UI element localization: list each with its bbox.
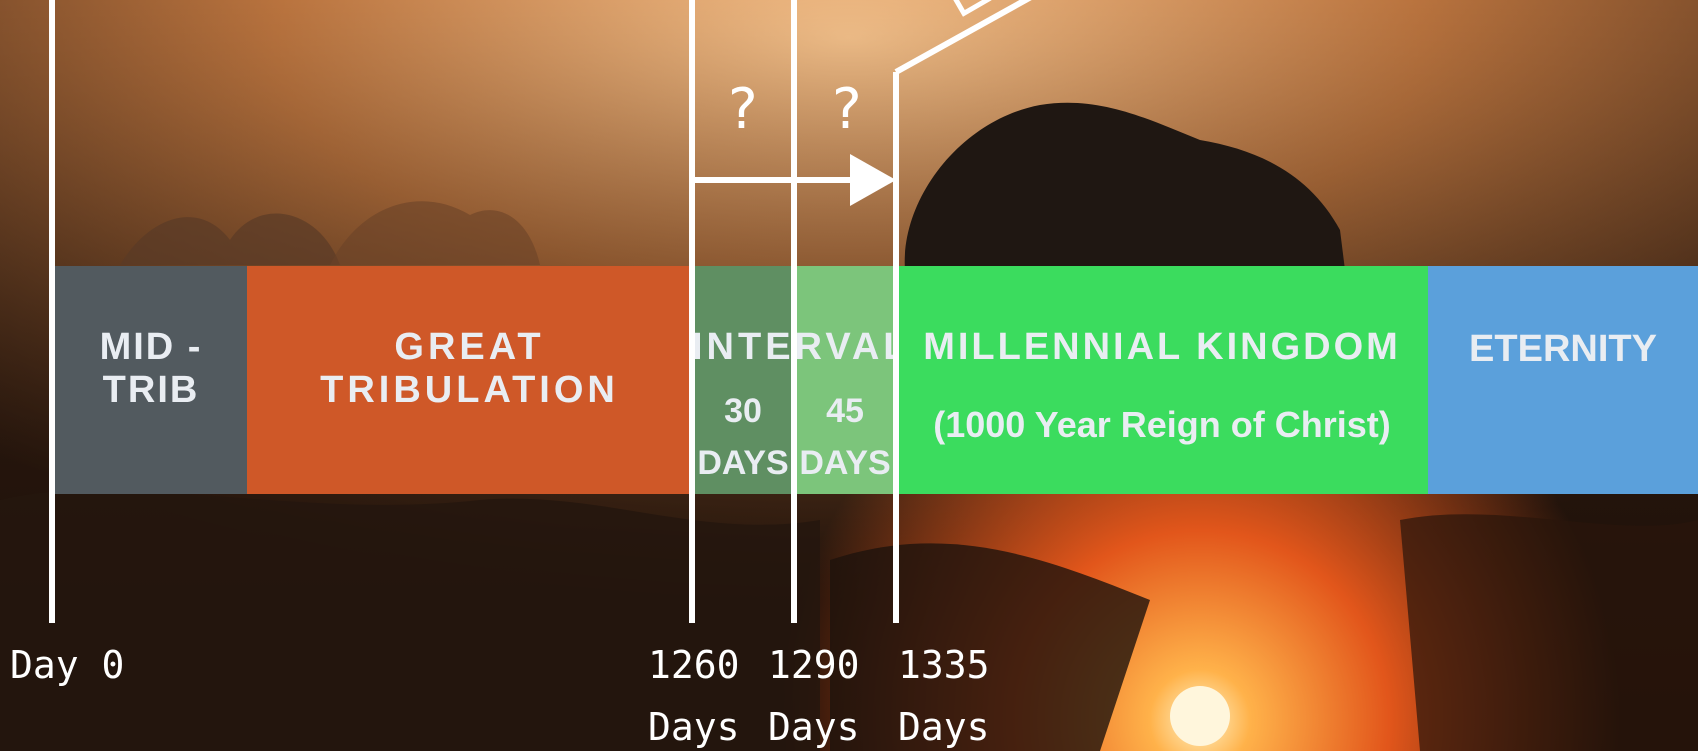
interval-45-number: 45 (826, 392, 864, 430)
flag-line (894, 0, 1032, 75)
flag-corner (948, 0, 992, 17)
day1290-unit: Days (768, 705, 860, 749)
question-mark-left: ? (728, 77, 758, 142)
band-interval-30: 30 DAYS (692, 266, 794, 494)
day1260-unit: Days (648, 705, 740, 749)
band-mid-trib: MID - TRIB (55, 266, 247, 494)
day1290-number: 1290 (768, 643, 860, 687)
mid-trib-label: MID - TRIB (99, 326, 203, 411)
interval-arrow-head (850, 154, 896, 206)
band-interval-45: 45 DAYS (794, 266, 896, 494)
interval-30-unit: DAYS (697, 444, 789, 482)
eternity-label: ETERNITY (1469, 328, 1657, 370)
day1260-number: 1260 (648, 643, 740, 687)
interval-45-unit: DAYS (799, 444, 891, 482)
band-millennial-kingdom: MILLENNIAL KINGDOM (1000 Year Reign of C… (896, 266, 1428, 494)
day1335-number: 1335 (898, 643, 990, 687)
band-great-tribulation: GREAT TRIBULATION (247, 266, 692, 494)
day0-label: Day 0 (10, 643, 125, 687)
band-eternity: ETERNITY (1428, 266, 1698, 494)
interval-label: INTERVAL (692, 326, 911, 368)
day1335-unit: Days (898, 705, 990, 749)
great-tribulation-label: GREAT TRIBULATION (320, 326, 619, 411)
millennial-kingdom-sublabel: (1000 Year Reign of Christ) (933, 404, 1391, 445)
interval-30-number: 30 (724, 392, 762, 430)
question-mark-right: ? (832, 77, 862, 142)
millennial-kingdom-label: MILLENNIAL KINGDOM (923, 326, 1401, 368)
